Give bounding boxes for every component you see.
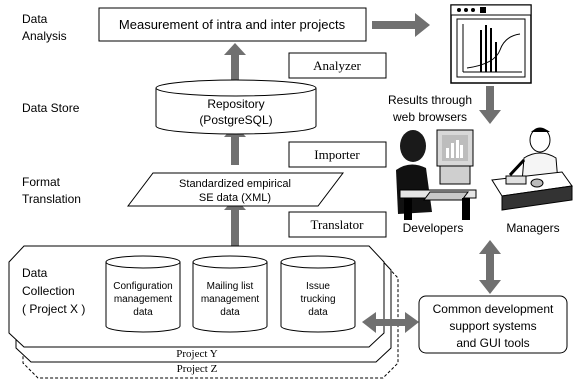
project-y-label: Project Y (176, 348, 217, 360)
source-cylinder-configuration (105, 255, 181, 333)
layer-label-analysis-1: Data (22, 12, 48, 26)
translator-box (288, 211, 387, 238)
repository-label-1: Repository (207, 97, 264, 111)
source-issue-1: Issue (306, 281, 330, 292)
standardized-label-2: SE data (XML) (199, 192, 271, 204)
main-flow-arrows (224, 43, 246, 248)
source-issue-3: data (308, 307, 328, 318)
standardized-data-box (126, 172, 345, 207)
developer-illustration (396, 129, 477, 220)
standardized-label-1: Standardized empirical (179, 178, 291, 190)
source-issue-2: trucking (300, 294, 335, 305)
developers-label: Developers (403, 221, 464, 235)
source-configuration-1: Configuration (113, 281, 172, 292)
layer-label-analysis-2: Analysis (22, 29, 67, 43)
analyzer-box (288, 52, 387, 79)
translator-label: Translator (311, 217, 365, 232)
source-mailing-1: Mailing list (207, 281, 254, 292)
importer-label: Importer (314, 147, 360, 162)
common-support-label-2: support systems (449, 319, 536, 333)
repository-cylinder (155, 79, 317, 135)
project-z-label: Project Z (177, 363, 218, 375)
manager-illustration (491, 127, 573, 211)
common-support-box (418, 295, 568, 354)
arrow-collection-common (362, 312, 419, 333)
source-cylinder-issue (280, 255, 356, 333)
layer-label-collection-1: Data (22, 266, 48, 280)
measurement-box (98, 7, 367, 42)
web-results-label-2: web browsers (392, 110, 467, 124)
arrow-people-common (479, 240, 501, 294)
arrow-to-people (479, 86, 501, 124)
layer-label-collection-2: Collection (22, 284, 75, 298)
layer-label-collection-project: ( Project X ) (22, 302, 85, 316)
source-configuration-3: data (133, 307, 153, 318)
source-mailing-3: data (220, 307, 240, 318)
source-cylinder-mailing-list (192, 255, 268, 333)
arrow-to-browser (372, 13, 430, 37)
importer-box (288, 141, 387, 168)
source-mailing-2: management (201, 294, 260, 305)
analyzer-label: Analyzer (313, 58, 361, 73)
layer-label-format-1: Format (22, 175, 61, 189)
managers-label: Managers (506, 221, 559, 235)
common-support-label-3: and GUI tools (456, 336, 529, 350)
web-results-label-1: Results through (388, 93, 472, 107)
common-support-label-1: Common development (433, 302, 554, 316)
browser-window-icon (450, 4, 532, 84)
source-configuration-2: management (114, 294, 173, 305)
repository-label-2: (PostgreSQL) (199, 113, 272, 127)
layer-label-format-2: Translation (22, 192, 81, 206)
measurement-label: Measurement of intra and inter projects (119, 17, 346, 32)
layer-label-store: Data Store (22, 101, 80, 115)
